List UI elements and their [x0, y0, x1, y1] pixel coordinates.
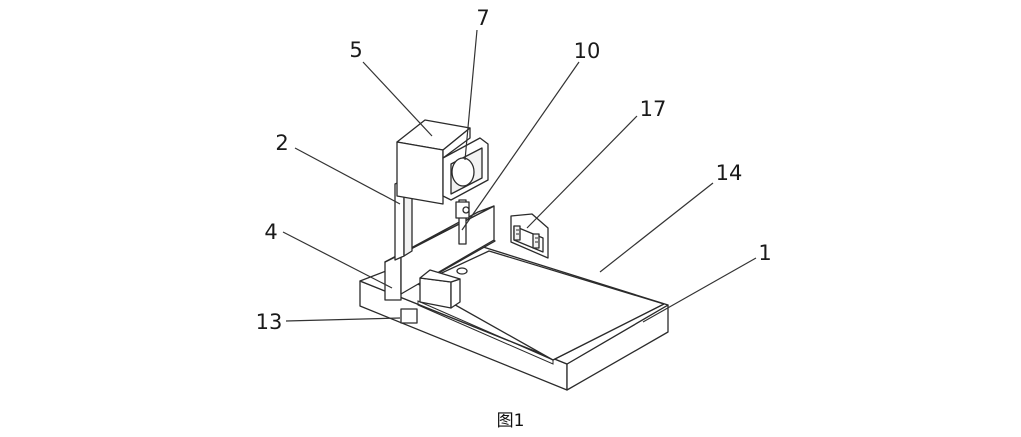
lens: [451, 157, 475, 187]
control-box: [400, 308, 418, 324]
lens-assembly: [442, 137, 489, 201]
label-14: 14: [716, 161, 743, 185]
label-13: 13: [256, 310, 283, 334]
label-5: 5: [349, 38, 362, 62]
figure-caption: 图1: [496, 411, 525, 431]
camera-housing: [396, 119, 471, 205]
label-17: 17: [640, 97, 667, 121]
front-clamp: [419, 269, 461, 309]
label-2: 2: [275, 131, 288, 155]
clamp-bracket: [510, 213, 549, 259]
side-block: [384, 205, 495, 301]
label-4: 4: [264, 220, 277, 244]
probe-rod: [455, 199, 470, 245]
label-10: 10: [574, 39, 601, 63]
leader-lines: [282, 29, 757, 323]
locating-hole: [456, 267, 468, 275]
work-table: [417, 250, 665, 365]
label-1: 1: [758, 241, 771, 265]
label-7: 7: [476, 6, 489, 30]
